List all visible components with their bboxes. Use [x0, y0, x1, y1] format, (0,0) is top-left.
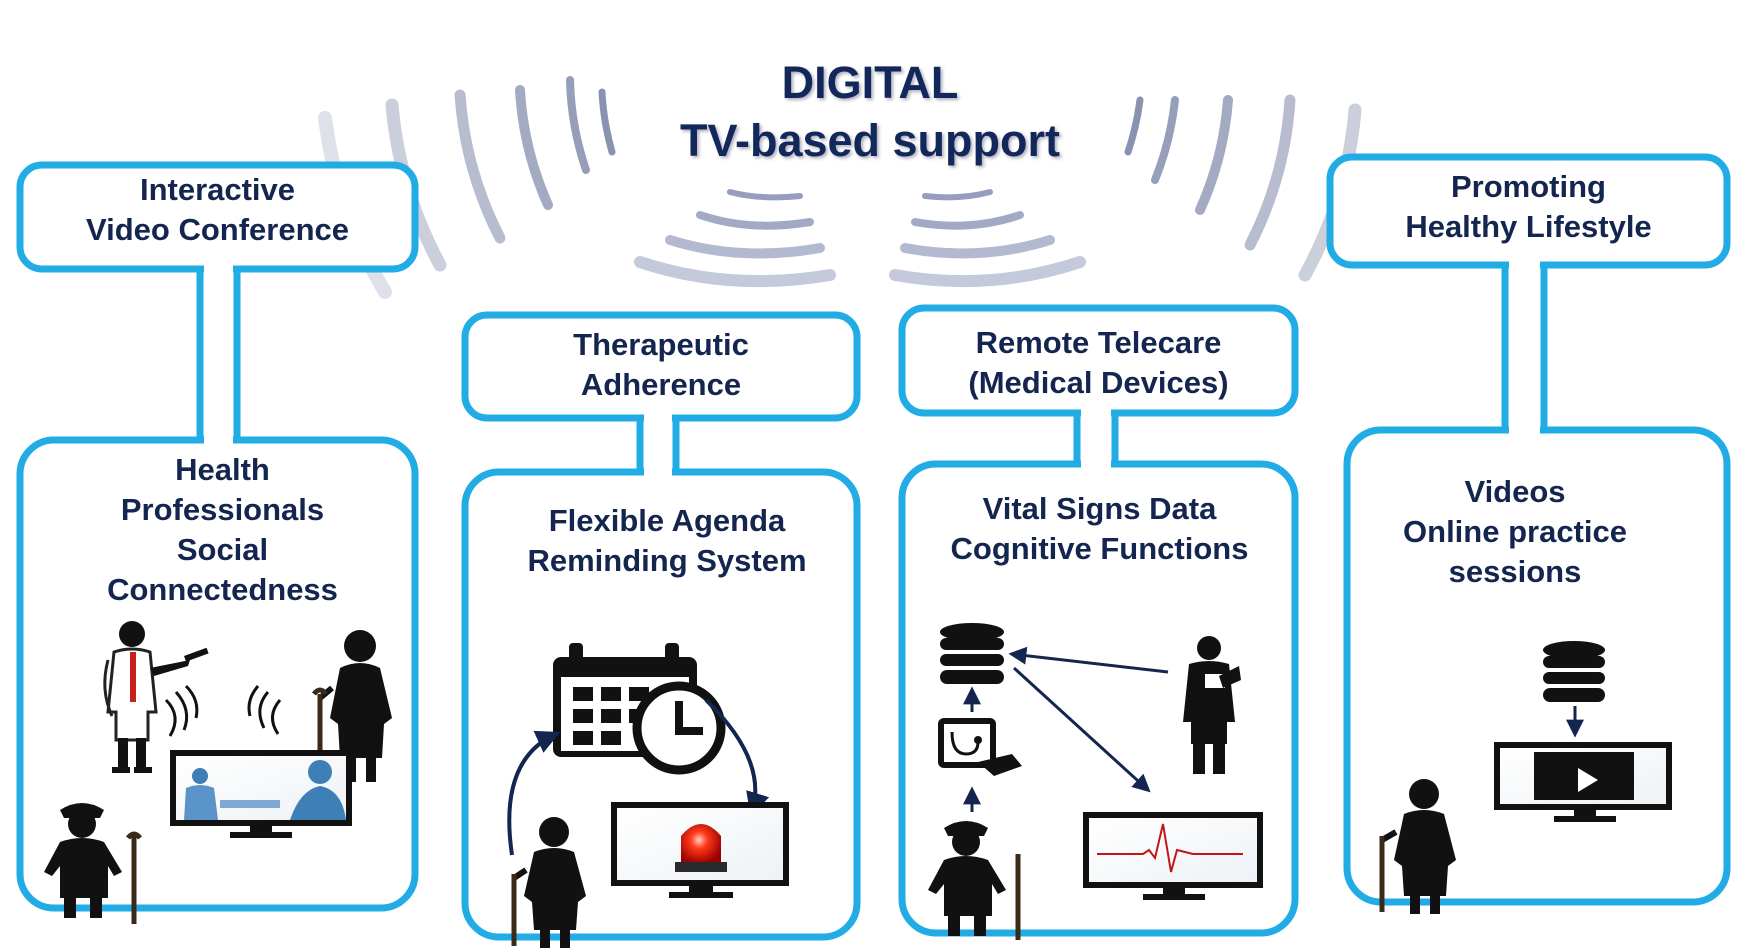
- header-4-line-2: Healthy Lifestyle: [1405, 209, 1652, 244]
- nurse-icon: [1183, 636, 1241, 774]
- elderly-woman-icon: [511, 817, 586, 948]
- header-1-line-1: Interactive: [139, 172, 296, 207]
- doctor-icon: [103, 621, 209, 773]
- database-icon: [940, 623, 1004, 684]
- tv-video-icon: [1494, 742, 1672, 822]
- body-4-line-2: Online practice: [1403, 514, 1627, 549]
- header-text-3: Remote Telecare (Medical Devices): [902, 323, 1295, 403]
- tv-alarm-icon: [611, 802, 789, 898]
- connector-4: [1501, 258, 1548, 441]
- header-2-line-2: Adherence: [580, 367, 742, 402]
- header-4-line-1: Promoting: [1451, 169, 1606, 204]
- body-4-line-1: Videos: [1464, 474, 1566, 509]
- title: DIGITAL TV-based support: [590, 54, 1150, 170]
- title-line-1: DIGITAL: [781, 57, 959, 108]
- title-line-2: TV-based support: [679, 115, 1061, 166]
- curved-arrow-icon: [704, 698, 770, 817]
- elderly-woman-icon: [1379, 779, 1456, 914]
- elderly-man-icon: [928, 821, 1021, 940]
- tv-ecg-icon: [1083, 812, 1263, 900]
- body-text-1: Health Professionals Social Connectednes…: [20, 450, 425, 610]
- header-3-line-2: (Medical Devices): [968, 365, 1229, 400]
- header-1-line-2: Video Conference: [85, 212, 349, 247]
- body-4-line-3: sessions: [1448, 554, 1582, 589]
- database-icon: [1543, 641, 1605, 702]
- body-1-line-1: Health: [175, 452, 270, 487]
- tablet-stethoscope-icon: [938, 718, 1022, 776]
- body-text-2: Flexible Agenda Reminding System: [465, 501, 869, 581]
- body-3-line-1: Vital Signs Data: [982, 491, 1217, 526]
- body-1-line-2: Professionals: [120, 492, 325, 527]
- tv-videocall-icon: [170, 750, 352, 838]
- body-1-line-4: Connectedness: [107, 572, 338, 607]
- signal-waves-icon: [164, 684, 282, 737]
- header-text-4: Promoting Healthy Lifestyle: [1330, 167, 1727, 247]
- curved-arrow-icon: [507, 730, 561, 856]
- body-text-4: Videos Online practice sessions: [1347, 472, 1683, 592]
- elderly-man-icon: [44, 803, 142, 924]
- calendar-clock-icon: [553, 643, 726, 775]
- header-3-line-1: Remote Telecare: [975, 325, 1222, 360]
- body-3-line-2: Cognitive Functions: [950, 531, 1249, 566]
- header-text-1: Interactive Video Conference: [20, 170, 415, 250]
- body-text-3: Vital Signs Data Cognitive Functions: [902, 489, 1297, 569]
- body-1-line-3: Social: [176, 532, 269, 567]
- connector-1: [196, 260, 241, 454]
- body-2-line-2: Reminding System: [527, 543, 807, 578]
- body-2-line-1: Flexible Agenda: [548, 503, 786, 538]
- header-2-line-1: Therapeutic: [573, 327, 749, 362]
- header-text-2: Therapeutic Adherence: [465, 325, 857, 405]
